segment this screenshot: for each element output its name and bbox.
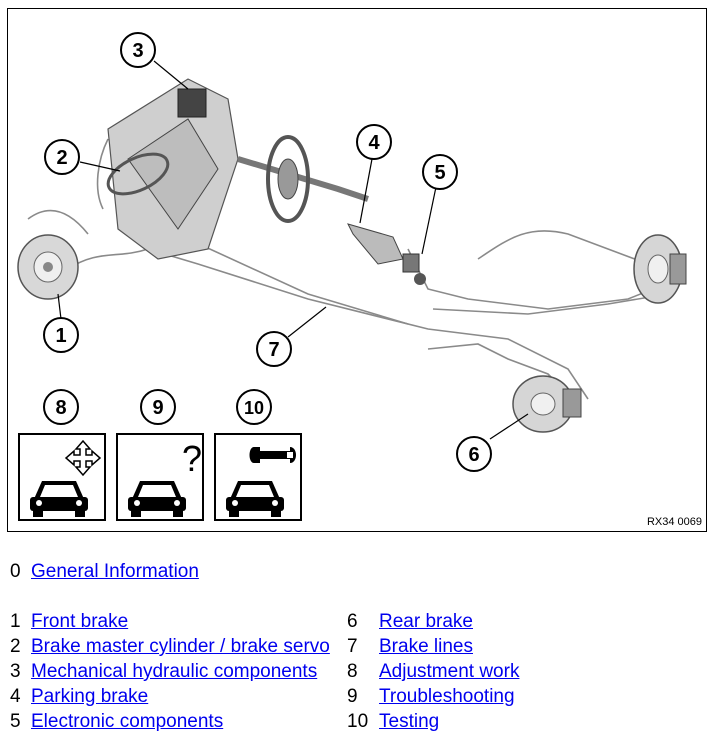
wrench-icon xyxy=(249,447,296,463)
general-information-row: 0 General Information xyxy=(10,561,199,583)
electronic-components-link[interactable]: Electronic components xyxy=(31,711,224,732)
item-number: 0 xyxy=(10,561,21,582)
callout-8: 8 xyxy=(43,389,79,425)
callout-leaders xyxy=(57,60,529,440)
car-icon xyxy=(30,481,88,517)
list-item: 8 Adjustment work xyxy=(347,661,519,683)
troubleshooting-symbol-box: ? xyxy=(116,433,204,521)
callout-1: 1 xyxy=(43,317,79,353)
list-item: 6 Rear brake xyxy=(347,611,473,633)
svg-text:9: 9 xyxy=(152,397,163,419)
brake-system-illustration: 3 2 4 5 1 7 6 8 9 10 xyxy=(17,32,687,521)
testing-symbol-box xyxy=(214,433,302,521)
callout-5: 5 xyxy=(422,154,458,190)
callout-7: 7 xyxy=(256,331,292,367)
callout-3: 3 xyxy=(120,32,156,68)
car-icon xyxy=(128,481,186,517)
steering-and-master-cylinder xyxy=(106,78,369,260)
svg-text:6: 6 xyxy=(468,444,479,466)
front-brake-link[interactable]: Front brake xyxy=(31,611,129,632)
move-arrows-icon xyxy=(64,439,102,477)
list-item: 9 Troubleshooting xyxy=(347,686,515,708)
item-number: 6 xyxy=(347,611,358,632)
callout-6: 6 xyxy=(456,436,492,472)
rear-brake-disc-right xyxy=(633,234,687,304)
item-number: 2 xyxy=(10,636,21,657)
item-number: 1 xyxy=(10,611,21,632)
adjustment-work-link[interactable]: Adjustment work xyxy=(379,661,520,682)
parking-brake-lever xyxy=(347,223,426,285)
svg-text:8: 8 xyxy=(55,397,66,419)
front-brake-disc xyxy=(17,234,79,300)
item-number: 4 xyxy=(10,686,21,707)
list-item: 10 Testing xyxy=(347,711,439,733)
brake-master-cylinder-link[interactable]: Brake master cylinder / brake servo xyxy=(31,636,330,657)
item-number: 9 xyxy=(347,686,358,707)
svg-text:4: 4 xyxy=(368,132,380,154)
list-item: 7 Brake lines xyxy=(347,636,473,658)
brake-system-diagram: 3 2 4 5 1 7 6 8 9 10 xyxy=(7,8,707,532)
adjustment-symbol-box xyxy=(18,433,106,521)
callout-4: 4 xyxy=(356,124,392,160)
item-number: 5 xyxy=(10,711,21,732)
list-item: 1 Front brake xyxy=(10,611,128,633)
troubleshooting-link[interactable]: Troubleshooting xyxy=(379,686,515,707)
mechanical-hydraulic-link[interactable]: Mechanical hydraulic components xyxy=(31,661,318,682)
parking-brake-link[interactable]: Parking brake xyxy=(31,686,149,707)
callouts: 3 2 4 5 1 7 6 8 9 10 xyxy=(43,32,492,472)
item-number: 7 xyxy=(347,636,358,657)
list-item: 2 Brake master cylinder / brake servo xyxy=(10,636,330,658)
svg-text:7: 7 xyxy=(268,339,279,361)
question-mark-icon: ? xyxy=(182,438,202,479)
callout-9: 9 xyxy=(140,389,176,425)
car-icon xyxy=(226,481,284,517)
rear-brake-link[interactable]: Rear brake xyxy=(379,611,473,632)
brake-lines-link[interactable]: Brake lines xyxy=(379,636,473,657)
svg-text:2: 2 xyxy=(56,147,67,169)
svg-text:3: 3 xyxy=(132,40,143,62)
testing-link[interactable]: Testing xyxy=(379,711,440,732)
item-number: 8 xyxy=(347,661,358,682)
callout-10: 10 xyxy=(236,389,272,425)
item-number: 10 xyxy=(347,711,369,732)
rear-brake-disc-bottom xyxy=(512,375,582,433)
svg-text:10: 10 xyxy=(244,398,264,418)
list-item: 5 Electronic components xyxy=(10,711,223,733)
callout-2: 2 xyxy=(44,139,80,175)
svg-text:5: 5 xyxy=(434,162,445,184)
list-item: 3 Mechanical hydraulic components xyxy=(10,661,317,683)
general-information-link[interactable]: General Information xyxy=(31,561,199,582)
list-item: 4 Parking brake xyxy=(10,686,148,708)
svg-text:1: 1 xyxy=(55,325,66,347)
figure-code: RX34 0069 xyxy=(646,516,702,528)
item-number: 3 xyxy=(10,661,21,682)
